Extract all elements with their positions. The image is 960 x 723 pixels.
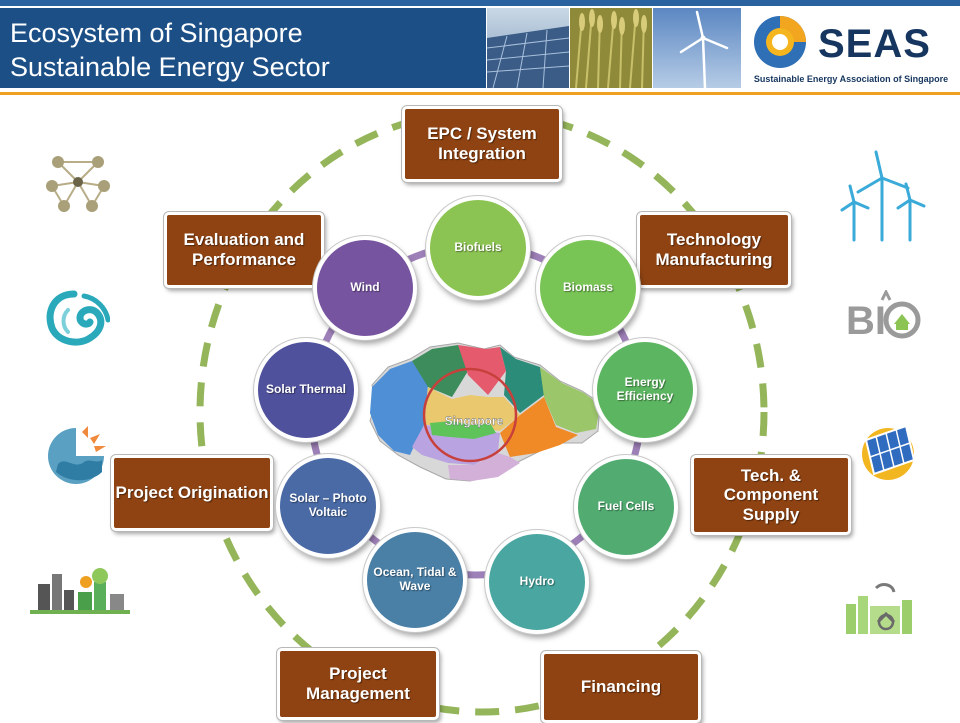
wind-turbine-photo <box>653 8 741 88</box>
ecosystem-diagram-canvas: Singapore <box>196 108 768 716</box>
box-tech-component-supply: Tech. & Component Supply <box>691 455 851 535</box>
wheat-field-photo <box>570 8 652 88</box>
node-hydro: Hydro <box>485 530 589 634</box>
singapore-map <box>369 342 601 482</box>
water-swirl-icon <box>46 290 110 346</box>
box-project-management: Project Management <box>277 648 439 720</box>
node-biomass: Biomass <box>536 236 640 340</box>
box-project-origination: Project Origination <box>111 455 273 531</box>
box-epc-system-integration: EPC / System Integration <box>402 106 562 182</box>
svg-text:BI: BI <box>846 299 886 343</box>
seas-logo: SEAS Sustainable Energy Association of S… <box>742 8 960 88</box>
map-label: Singapore <box>445 414 504 428</box>
node-wind: Wind <box>313 236 417 340</box>
node-biofuels: Biofuels <box>426 196 530 300</box>
node-ocean-tidal-wave: Ocean, Tidal & Wave <box>363 528 467 632</box>
page-title-line-2: Sustainable Energy Sector <box>10 52 330 82</box>
node-energy-efficiency: Energy Efficiency <box>593 338 697 442</box>
ocean-wave-icon <box>48 426 106 484</box>
solar-panel-photo <box>487 8 569 88</box>
recycling-factory-icon <box>846 583 912 634</box>
green-city-icon <box>30 568 130 614</box>
box-evaluation-performance: Evaluation and Performance <box>164 212 324 288</box>
header-top-rule <box>0 0 960 6</box>
seas-logo-icon <box>754 16 806 68</box>
network-icon <box>46 156 110 212</box>
page-title-line-1: Ecosystem of Singapore <box>10 18 303 48</box>
node-solar-thermal: Solar Thermal <box>254 338 358 442</box>
box-technology-manufacturing: Technology Manufacturing <box>637 212 791 288</box>
header: Ecosystem of Singapore Sustainable Energ… <box>0 0 960 95</box>
bio-icon: BI <box>846 290 921 343</box>
header-bottom-rule <box>0 92 960 95</box>
seas-logo-subtitle: Sustainable Energy Association of Singap… <box>753 74 949 84</box>
title-bar: Ecosystem of Singapore Sustainable Energ… <box>0 8 486 88</box>
solar-panel-icon <box>862 424 916 480</box>
wind-turbine-icon <box>840 150 926 242</box>
box-financing: Financing <box>541 651 701 723</box>
seas-logo-text: SEAS <box>818 22 931 66</box>
node-solar-photovoltaic: Solar – Photo Voltaic <box>276 454 380 558</box>
node-fuel-cells: Fuel Cells <box>574 455 678 559</box>
map-highlight-circle <box>422 367 518 463</box>
